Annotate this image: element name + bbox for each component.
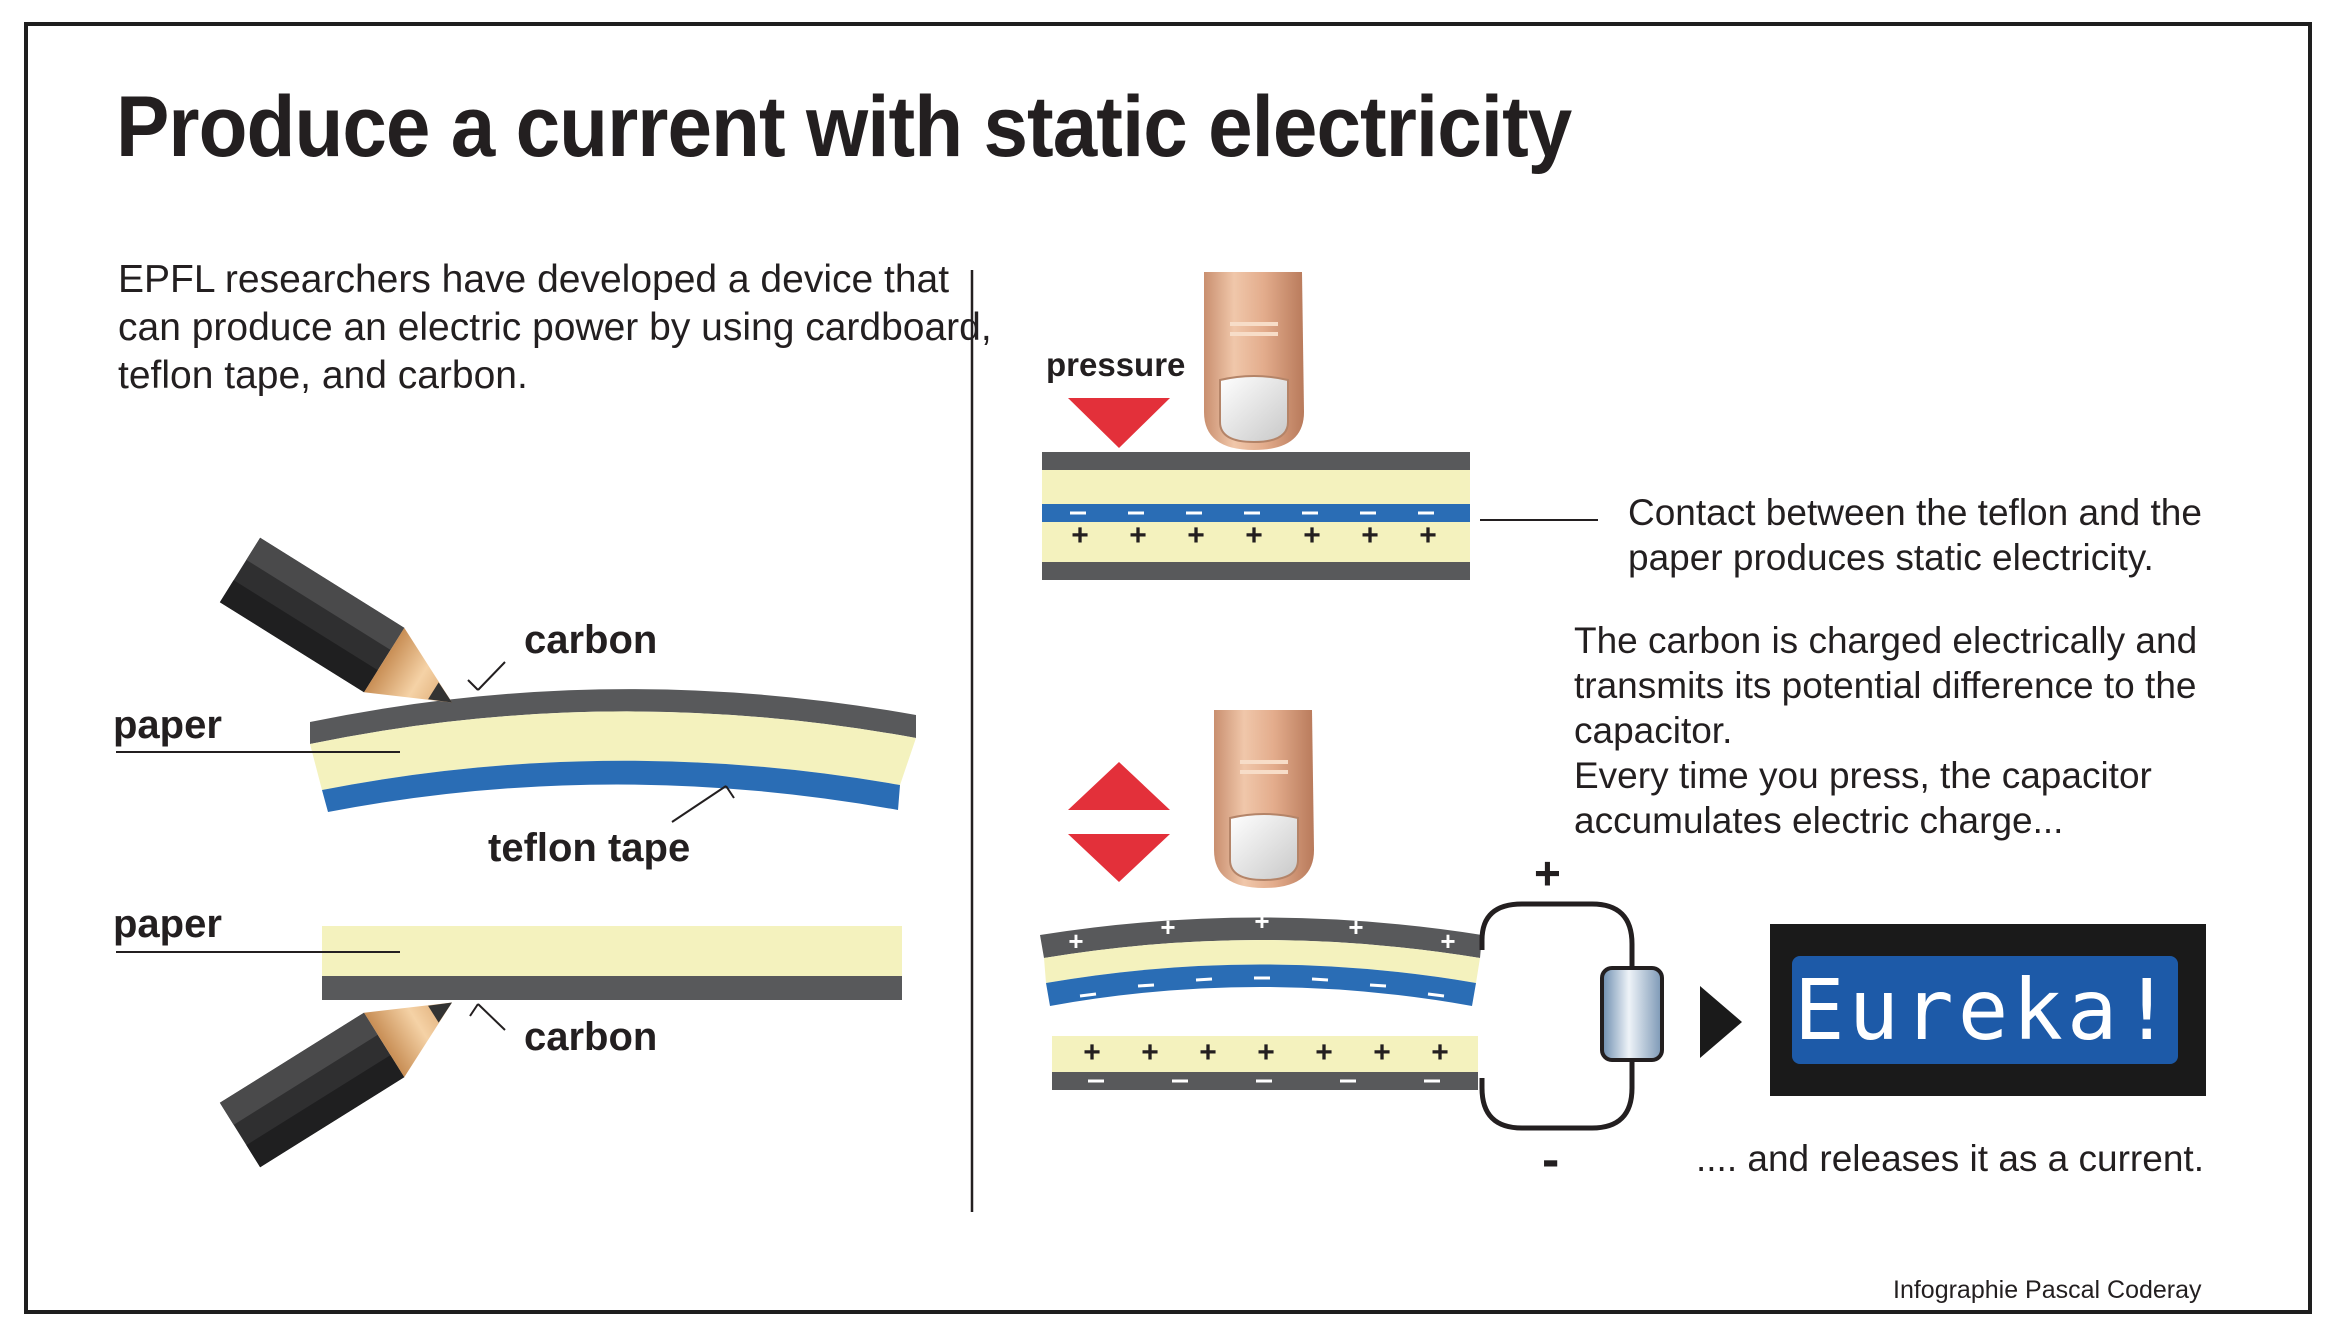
svg-text:+: +: [1245, 519, 1263, 552]
label-carbon-bottom: carbon: [524, 1015, 658, 1059]
svg-text:+: +: [1315, 1036, 1333, 1069]
label-paper-bottom: paper: [113, 902, 222, 946]
pressure-label: pressure: [1046, 346, 1186, 383]
finger-icon: [1202, 270, 1306, 452]
svg-text:+: +: [1303, 519, 1321, 552]
release-text: .... and releases it as a current.: [1696, 1138, 2204, 1179]
svg-text:+: +: [1348, 912, 1363, 942]
svg-text:+: +: [1068, 926, 1083, 956]
svg-text:+: +: [1257, 1036, 1275, 1069]
svg-text:+: +: [1431, 1036, 1449, 1069]
label-teflon-tape: teflon tape: [488, 826, 691, 870]
stack-compressed: + + + + + + +: [1042, 452, 1470, 580]
svg-text:+: +: [1419, 519, 1437, 552]
svg-text:+: +: [1440, 926, 1455, 956]
teflon-leader: [671, 785, 727, 823]
press-release-arrows-icon: [1068, 762, 1170, 882]
label-carbon-top: carbon: [524, 618, 658, 662]
page-title: Produce a current with static electricit…: [116, 79, 1572, 175]
pressure-arrow-icon: [1068, 398, 1170, 448]
curved-strip-top: [310, 689, 916, 812]
svg-text:+: +: [1083, 1036, 1101, 1069]
carbon-bottom-leader: [469, 1003, 479, 1017]
carbon-top-leader: [477, 661, 506, 691]
svg-text:+: +: [1141, 1036, 1159, 1069]
svg-text:+: +: [1160, 912, 1175, 942]
svg-text:+: +: [1187, 519, 1205, 552]
charge-text: The carbon is charged electrically and t…: [1574, 620, 2198, 751]
svg-text:+: +: [1071, 519, 1089, 552]
svg-text:+: +: [1129, 519, 1147, 552]
finger-icon: [1212, 708, 1316, 890]
infographic-frame: [24, 22, 2312, 1314]
intro-text: EPFL researchers have developed a device…: [118, 258, 992, 397]
svg-text:+: +: [1361, 519, 1379, 552]
play-triangle-icon: [1700, 986, 1742, 1058]
press-text: Every time you press, the capacitor accu…: [1574, 755, 2152, 841]
svg-text:+: +: [1373, 1036, 1391, 1069]
plus-terminal: +: [1534, 847, 1561, 899]
svg-text:+: +: [1254, 906, 1269, 936]
capacitor-icon: [1600, 966, 1664, 1062]
minus-terminal: -: [1542, 1131, 1560, 1189]
display-screen: [1792, 956, 2178, 1064]
display-readout: Eureka!: [1793, 961, 2176, 1059]
label-paper-top: paper: [113, 703, 222, 747]
flat-strip-bottom: [322, 926, 902, 1000]
stack-released: + + + + + + + + + + + +: [1040, 906, 1482, 1090]
contact-text: Contact between the teflon and the paper…: [1628, 492, 2202, 578]
svg-text:+: +: [1199, 1036, 1217, 1069]
credit-line: Infographie Pascal Coderay: [1893, 1276, 2202, 1304]
